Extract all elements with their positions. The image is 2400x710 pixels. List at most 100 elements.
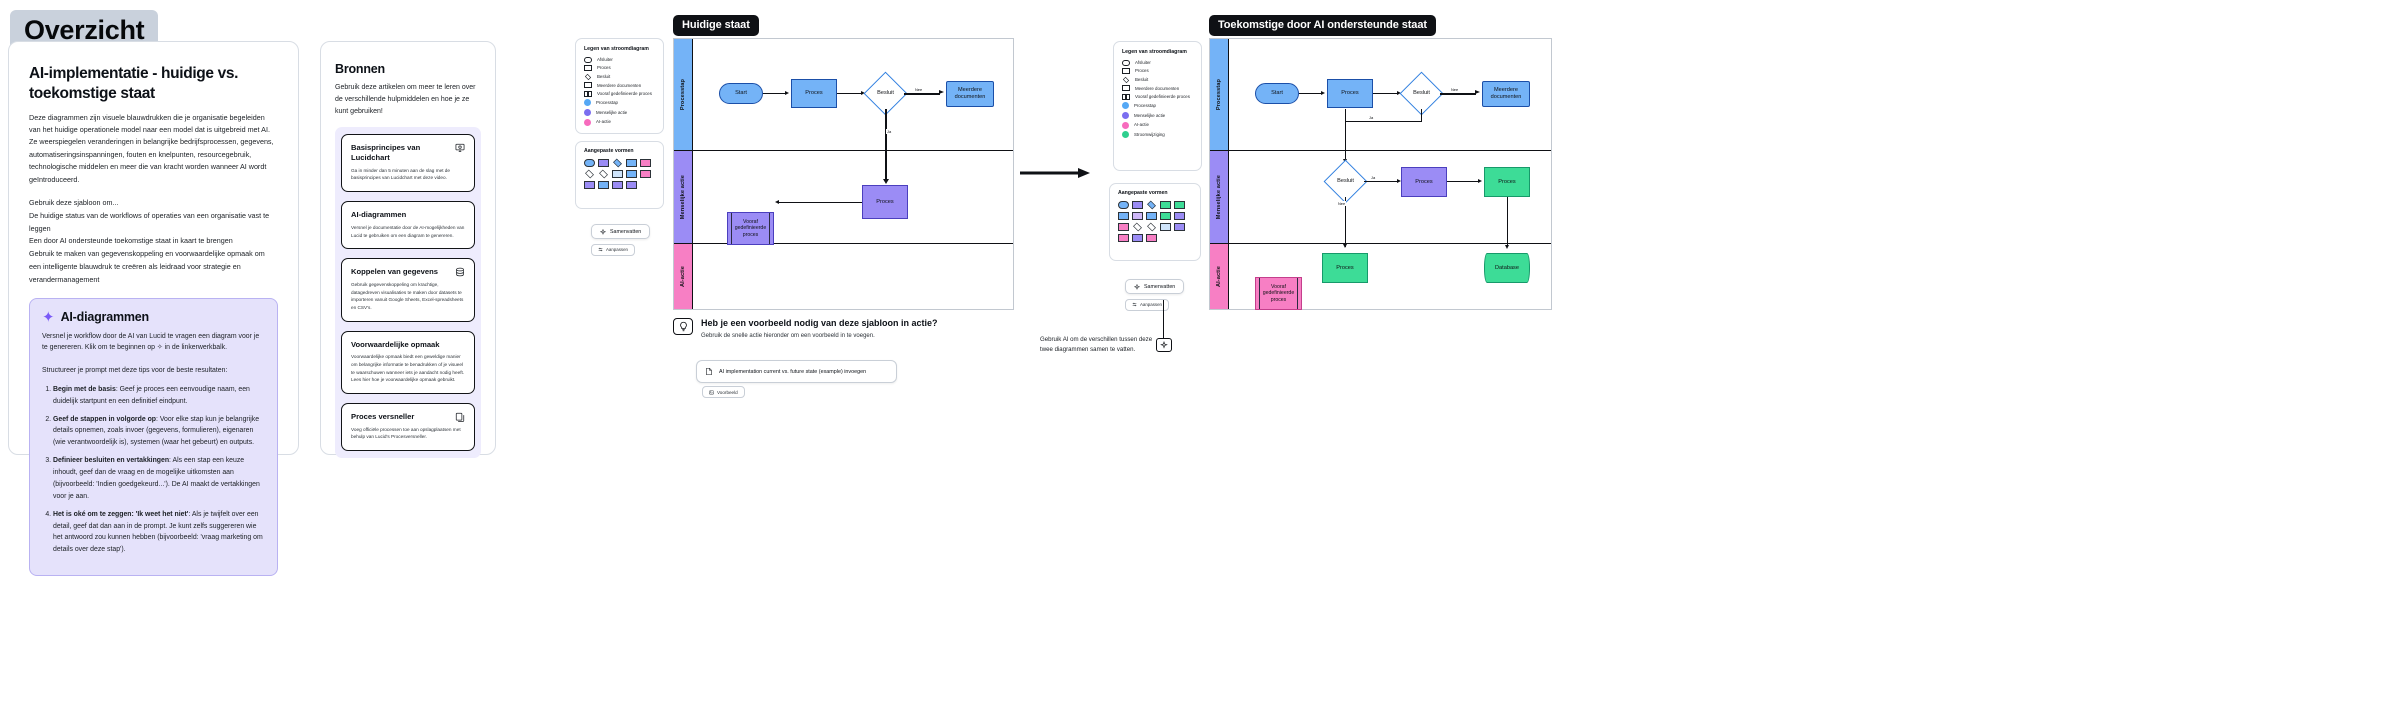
legend-row-multidoc: Meerdere documenten (1122, 85, 1194, 92)
ai-callout-title: AI-diagrammen (60, 310, 150, 325)
node-proces-2[interactable]: Proces (862, 185, 908, 219)
shape-swatch[interactable] (1146, 212, 1157, 220)
node-proces-4[interactable]: Proces (1322, 253, 1368, 283)
resource-card-data-linking[interactable]: Koppelen van gegevens Gebruik gegevensko… (341, 258, 475, 322)
ai-callout-tips-intro: Structureer je prompt met deze tips voor… (42, 367, 228, 375)
resource-card-desc: Voorwaardelijke opmaak biedt een geweldi… (351, 354, 465, 383)
node-start[interactable]: Start (719, 83, 763, 104)
shape-swatch[interactable] (1174, 212, 1185, 220)
ai-tip-lead: Het is oké om te zeggen: 'Ik weet het ni… (53, 510, 189, 518)
shape-swatch[interactable] (1146, 234, 1157, 242)
ai-tip-text: : Als een stap een keuze inhoudt, geef d… (53, 457, 260, 500)
shape-swatch[interactable] (626, 170, 637, 178)
shape-swatch[interactable] (584, 181, 595, 189)
node-meerdere-documenten[interactable]: Meerdere documenten (946, 78, 995, 107)
shape-swatch[interactable] (1147, 200, 1156, 210)
lane-header-processtap: Processtap (674, 39, 693, 150)
color-swatch-ai-action (584, 118, 591, 126)
shape-swatch[interactable] (1118, 201, 1129, 209)
page-title: AI-implementatie - huidige vs. toekomsti… (29, 65, 239, 102)
node-proces-1[interactable]: Proces (1327, 79, 1373, 108)
multiple-documents-shape-icon (584, 82, 593, 89)
shape-swatch[interactable] (1132, 201, 1143, 209)
sparkle-note-icon[interactable] (1156, 338, 1172, 352)
node-meerdere-documenten[interactable]: Meerdere documenten (1482, 78, 1531, 107)
shape-swatch[interactable] (1118, 223, 1129, 231)
shape-swatch[interactable] (1160, 212, 1171, 220)
node-vooraf-gedefinieerde-proces[interactable]: Vooraf gedefinieerde proces (1255, 277, 1302, 310)
lane-header-ai: AI-actie (1210, 244, 1229, 309)
node-proces-1[interactable]: Proces (791, 79, 837, 108)
node-label: Besluit (877, 90, 894, 97)
legend-label: Afsluiter (1135, 59, 1151, 65)
node-label: Proces (1498, 178, 1516, 185)
example-block: Heb je een voorbeeld nodig van deze sjab… (673, 318, 993, 341)
node-database[interactable]: Database (1484, 253, 1530, 283)
example-chip[interactable]: Voorbeeld (702, 386, 745, 398)
resource-card-ai-diagrams[interactable]: AI-diagrammen Versnel je documentatie do… (341, 201, 475, 250)
ai-tip-text: : Als je twijfelt over een detail, geef … (53, 510, 263, 554)
shape-swatch[interactable] (1160, 201, 1171, 209)
node-proces-3[interactable]: Proces (1484, 167, 1530, 197)
legend-label: Menselijke actie (596, 109, 628, 115)
arrowhead (1475, 90, 1480, 94)
shape-swatch[interactable] (640, 170, 651, 178)
legend-label: Vooraf gedefinieerde proces (597, 91, 652, 97)
shape-swatch[interactable] (585, 169, 594, 179)
node-label: Vooraf gedefinieerde proces (734, 219, 767, 238)
insert-example-button[interactable]: AI implementation current vs. future sta… (696, 360, 897, 383)
note-connector-line (1163, 300, 1165, 338)
summarize-button[interactable]: Samenvatten (1125, 279, 1185, 294)
summarize-button[interactable]: Samenvatten (591, 224, 651, 239)
sliders-icon (598, 247, 603, 252)
shape-swatch[interactable] (626, 181, 637, 189)
resources-subtitle: Gebruik deze artikelen om meer te leren … (335, 84, 476, 116)
shape-swatch[interactable] (1118, 234, 1129, 242)
shape-swatch[interactable] (626, 159, 637, 167)
shape-swatch[interactable] (1174, 201, 1185, 209)
shape-swatch[interactable] (599, 169, 608, 179)
arrowhead (882, 179, 889, 184)
adjust-button[interactable]: Aanpassen (591, 243, 635, 256)
legend-label: Meerdere documenten (1135, 85, 1180, 91)
resource-card-process-accelerator[interactable]: Proces versneller Voeg officiële process… (341, 402, 475, 452)
legend-label: Proces (597, 65, 611, 71)
shape-swatch[interactable] (1147, 222, 1156, 232)
shape-swatch[interactable] (1160, 223, 1171, 231)
node-proces-2[interactable]: Proces (1401, 167, 1447, 197)
legend-label: Proces (1135, 68, 1149, 74)
shape-swatch[interactable] (612, 181, 623, 189)
future-state-chip: Toekomstige door AI ondersteunde staat (1209, 15, 1436, 36)
edge-proces-besluit (1373, 93, 1398, 95)
resource-card-conditional-formatting[interactable]: Voorwaardelijke opmaak Voorwaardelijke o… (341, 330, 475, 394)
node-label: Proces (805, 90, 823, 97)
shape-swatch[interactable] (612, 170, 623, 178)
legend-row-process: Proces (1122, 68, 1194, 75)
arrowhead (1342, 244, 1347, 248)
node-start[interactable]: Start (1255, 83, 1299, 104)
shape-swatch[interactable] (640, 159, 651, 167)
resource-card-stack: Basisprincipes van Lucidchart Ga in mind… (335, 127, 481, 459)
resource-card-lucidchart-basics[interactable]: Basisprincipes van Lucidchart Ga in mind… (341, 134, 475, 193)
shape-swatch[interactable] (613, 158, 622, 168)
shape-swatch[interactable] (584, 159, 595, 167)
node-label: Proces (1336, 264, 1354, 271)
shape-swatch[interactable] (598, 159, 609, 167)
shape-swatch[interactable] (1118, 212, 1129, 220)
shape-swatch[interactable] (1132, 212, 1143, 220)
summarize-label: Samenvatten (1144, 283, 1176, 290)
shape-swatch[interactable] (1132, 234, 1143, 242)
node-vooraf-gedefinieerde-proces[interactable]: Vooraf gedefinieerde proces (727, 212, 774, 245)
shape-swatch[interactable] (1174, 223, 1185, 231)
color-swatch-processtap (1122, 102, 1129, 110)
custom-shapes-grid (576, 158, 663, 196)
ai-tip-item: Begin met de basis: Geef je proces een e… (53, 384, 265, 408)
color-swatch-human-action (1122, 112, 1129, 120)
shape-swatch[interactable] (1133, 222, 1142, 232)
lane-label: Menselijke actie (1216, 174, 1222, 220)
edge-label-nee: Nee (914, 87, 924, 92)
adjust-button[interactable]: Aanpassen (1125, 298, 1169, 311)
shape-swatch[interactable] (598, 181, 609, 189)
lane-label: Menselijke actie (680, 174, 686, 220)
resources-title: Bronnen (335, 62, 385, 76)
